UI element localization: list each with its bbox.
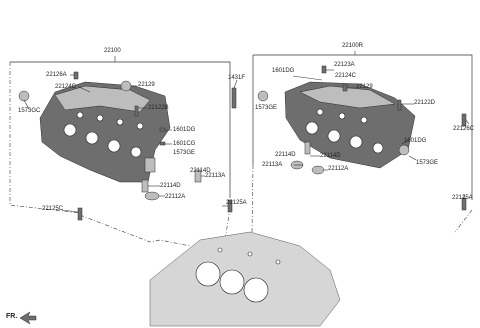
engine-block bbox=[149, 231, 341, 327]
label-1573GC: 1573GC bbox=[18, 108, 41, 114]
stud-22122B bbox=[134, 105, 139, 117]
seal-22112A bbox=[144, 191, 160, 201]
plug-1573GE-b bbox=[398, 144, 410, 156]
label-r-22125A: 22125A bbox=[452, 195, 473, 201]
pin-1601DG bbox=[159, 127, 166, 132]
label-22124C: 22124C bbox=[55, 84, 77, 90]
label-r-22129: 22129 bbox=[356, 84, 373, 90]
stud-22122D bbox=[397, 99, 402, 111]
label-22129: 22129 bbox=[138, 82, 155, 88]
label-22114D-b: 22114D bbox=[160, 183, 181, 189]
label-r-22123A: 22123A bbox=[334, 62, 355, 68]
label-r-22113A: 22113A bbox=[262, 162, 283, 168]
label-r-22122D: 22122D bbox=[414, 100, 436, 106]
front-arrow-icon bbox=[19, 311, 37, 325]
label-r-22114D-b: 22114D bbox=[320, 153, 341, 159]
left-cylinder-head bbox=[39, 81, 171, 183]
left-group-title: 22100 bbox=[104, 48, 121, 54]
label-22113A: 22113A bbox=[205, 173, 226, 179]
plug-1573GE bbox=[257, 90, 269, 102]
label-r-1573GE-b: 1573GE bbox=[416, 160, 439, 166]
left-assembly-frame bbox=[10, 61, 231, 198]
label-22126A: 22126A bbox=[46, 72, 67, 78]
bolt-22126A bbox=[73, 71, 79, 80]
front-direction-label: FR. bbox=[6, 313, 18, 320]
label-22125A: 22125A bbox=[226, 200, 247, 206]
guide-22114D bbox=[141, 179, 149, 193]
plug-1573GC bbox=[18, 90, 30, 102]
bolt-1431F bbox=[231, 87, 237, 109]
label-r-22126C: 22126C bbox=[453, 126, 475, 132]
label-r-22124C: 22124C bbox=[335, 73, 357, 79]
label-22112A: 22112A bbox=[165, 194, 186, 200]
guide-22113A-r bbox=[304, 141, 311, 155]
right-group-title: 22100R bbox=[342, 43, 364, 49]
right-cylinder-head bbox=[284, 81, 416, 169]
bolt-22125C bbox=[77, 207, 83, 221]
plug-22129 bbox=[120, 80, 132, 92]
label-r-1601DG: 1601DG bbox=[272, 68, 295, 74]
label-r-1573GE-a: 1573GE bbox=[255, 105, 278, 111]
plug-22129-r bbox=[342, 84, 348, 92]
label-r-1601DG-b: 1601DG bbox=[404, 138, 427, 144]
bolt-22123A bbox=[321, 65, 327, 74]
label-1573GE: 1573GE bbox=[173, 150, 196, 156]
label-r-22114D: 22114D bbox=[275, 152, 296, 158]
bolt-22126C bbox=[461, 113, 467, 127]
label-1431F: 1431F bbox=[228, 75, 246, 81]
label-r-22112A: 22112A bbox=[328, 166, 349, 172]
label-22114D-a: 22114D bbox=[190, 168, 211, 174]
pin-1601CG bbox=[159, 141, 166, 146]
label-22125C: 22125C bbox=[42, 206, 64, 212]
label-1601CG: 1601CG bbox=[173, 141, 196, 147]
right-assembly-frame bbox=[252, 54, 473, 200]
label-22122B: 22122B bbox=[148, 105, 169, 111]
seal-22114D-r bbox=[311, 165, 325, 175]
label-1601DG: 1601DG bbox=[173, 127, 196, 133]
